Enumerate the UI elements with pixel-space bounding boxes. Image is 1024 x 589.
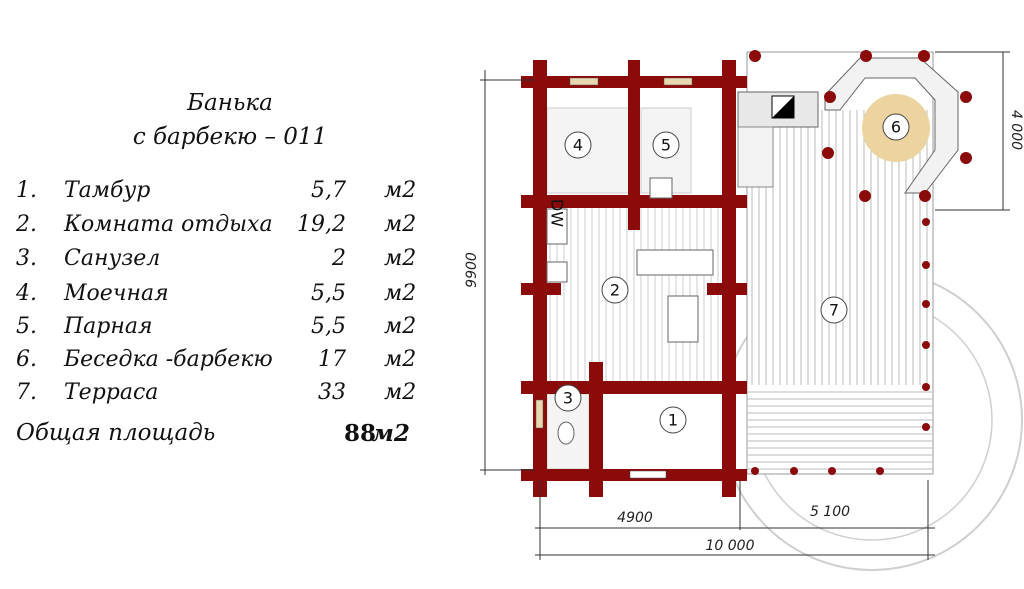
tile-floor — [546, 107, 692, 470]
terrace-post — [824, 91, 836, 103]
dishwasher — [546, 208, 568, 245]
room-number: 7 — [829, 301, 839, 320]
log-walls — [521, 60, 747, 497]
room-row: 2. Комната отдыха 19,2 м2 — [16, 212, 436, 242]
room-number: 6 — [891, 118, 901, 137]
title-line-2: с барбекю – 011 — [132, 124, 328, 150]
room-number: 4 — [573, 136, 583, 155]
room-area: 5,5 — [311, 281, 346, 306]
room-row: 5. Парная 5,5 м2 — [16, 314, 436, 344]
room-num: 5. — [16, 314, 37, 339]
room-name: Беседка -барбекю — [64, 347, 273, 372]
room-marker — [659, 406, 687, 434]
terrace-post — [822, 147, 834, 159]
room-name: Санузел — [64, 246, 161, 271]
room-row: 1. Тамбур 5,7 м2 — [16, 178, 436, 208]
room-number: 1 — [668, 411, 678, 430]
room-area: 2 — [332, 246, 346, 271]
room-num: 1. — [16, 178, 37, 203]
room-marker — [601, 276, 629, 304]
total-area: 88 — [343, 420, 376, 447]
room-area: 17 — [318, 347, 346, 372]
terrace-post — [751, 467, 759, 475]
terrace-post — [922, 218, 930, 226]
room-marker — [564, 131, 592, 159]
room-marker — [882, 113, 910, 141]
dim-height: 9900 — [464, 252, 480, 288]
room-row: 3. Санузел 2 м2 — [16, 246, 436, 276]
terrace-post — [860, 50, 872, 62]
room-name: Терраса — [64, 380, 159, 405]
room-unit: м2 — [384, 314, 417, 339]
terrace-post — [859, 190, 871, 202]
room-unit: м2 — [384, 347, 417, 372]
terrace-post — [876, 467, 884, 475]
room-row: 4. Моечная 5,5 м2 — [16, 281, 436, 311]
room-area: 19,2 — [297, 212, 346, 237]
room-marker — [554, 384, 582, 412]
room-unit: м2 — [384, 212, 417, 237]
table — [636, 249, 714, 276]
room-name: Тамбур — [64, 178, 151, 203]
room-row: 7. Терраса 33 м2 — [16, 380, 436, 410]
room-area: 5,5 — [311, 314, 346, 339]
gazebo — [737, 50, 972, 475]
terrace-post — [960, 91, 972, 103]
room-unit: м2 — [384, 178, 417, 203]
room-name: Парная — [64, 314, 153, 339]
total-label: Общая площадь — [16, 420, 216, 446]
room-unit: м2 — [384, 380, 417, 405]
sauna-stove — [649, 177, 673, 199]
terrace-post — [918, 50, 930, 62]
terrace-post — [960, 152, 972, 164]
terrace-post — [922, 423, 930, 431]
room-number: 2 — [610, 281, 620, 300]
terrace-post — [790, 467, 798, 475]
room-number: 3 — [563, 389, 573, 408]
toilet — [557, 421, 575, 445]
room-unit: м2 — [384, 246, 417, 271]
room-name: Моечная — [64, 281, 169, 306]
stove — [667, 295, 699, 343]
dim-terrace-width: 5 100 — [810, 504, 850, 520]
room-marker — [820, 296, 848, 324]
total-unit: м2 — [372, 420, 410, 447]
dim-house-width: 4900 — [617, 510, 653, 526]
cooktop — [546, 261, 568, 283]
room-num: 4. — [16, 281, 37, 306]
room-num: 6. — [16, 347, 37, 372]
room-num: 7. — [16, 380, 37, 405]
dim-gazebo: 4 000 — [1008, 110, 1024, 150]
dim-total-width: 10 000 — [706, 538, 755, 554]
terrace-post — [922, 300, 930, 308]
terrace-post — [922, 341, 930, 349]
title-line-1: Банька — [187, 90, 273, 116]
dw-label: DW — [548, 199, 567, 227]
room-marker — [652, 131, 680, 159]
room-name: Комната отдыха — [64, 212, 273, 237]
room-row: 6. Беседка -барбекю 17 м2 — [16, 347, 436, 377]
terrace-post — [919, 190, 931, 202]
room-unit: м2 — [384, 281, 417, 306]
terrace-post — [922, 383, 930, 391]
room-area: 33 — [318, 380, 346, 405]
total-row: Общая площадь 88 м2 — [16, 420, 436, 450]
room-num: 3. — [16, 246, 37, 271]
dimension-lines — [480, 51, 1010, 560]
terrace-post — [749, 50, 761, 62]
room-area: 5,7 — [311, 178, 346, 203]
room-number: 5 — [661, 136, 671, 155]
room-num: 2. — [16, 212, 37, 237]
terrace-post — [828, 467, 836, 475]
terrace-post — [922, 261, 930, 269]
